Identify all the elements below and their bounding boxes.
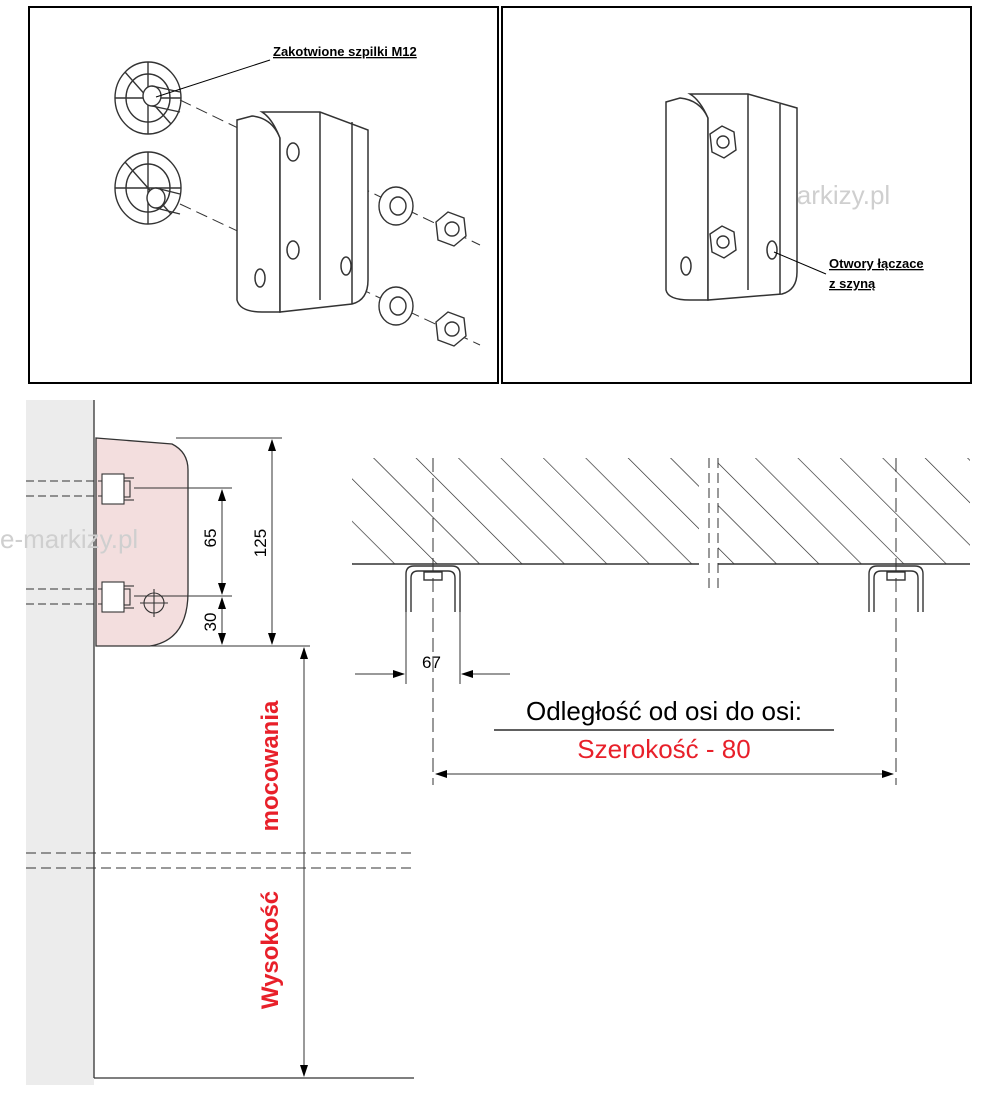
side-section-drawing: e-markizy.pl 65 30 125 mocowania Wysokoś… (0, 400, 414, 1085)
dim-67: 67 (422, 653, 441, 672)
bracket-assembled (665, 93, 798, 301)
ceiling-hatch-right (718, 458, 970, 564)
top-view-drawing: 67 Odległość od osi do osi: Szerokość - … (352, 458, 970, 785)
callout-leader-anchors (155, 59, 271, 98)
label-mounting-height-top: mocowania (257, 700, 284, 831)
washer-lower (378, 286, 414, 326)
washer-upper (378, 186, 414, 226)
bolt-upper (26, 473, 134, 505)
rail-hole-symbol (140, 589, 168, 617)
bracket-exploded (236, 111, 369, 313)
dim-125: 125 (251, 529, 270, 557)
callout-rail-holes-line2: z szyną (829, 276, 876, 291)
dim-67-lines (355, 612, 894, 778)
axis-distance-formula: Szerokość - 80 (577, 734, 750, 764)
vertical-dimensions (26, 437, 414, 1077)
label-mounting-height-bottom: Wysokość (257, 891, 284, 1009)
watermark-left: e-markizy.pl (0, 524, 138, 554)
axis-centerlines (432, 458, 897, 785)
callout-leader-holes (773, 251, 827, 275)
dim-30: 30 (201, 613, 220, 632)
wall (26, 400, 94, 1085)
bolt-lower (26, 581, 134, 613)
axis-distance-heading: Odległość od osi do osi: (526, 696, 802, 726)
nut-upper (435, 211, 467, 247)
anchor-disc-lower (114, 151, 182, 225)
callout-anchored-studs: Zakotwione szpilki M12 (273, 44, 417, 59)
nut-assembled-lower (709, 225, 737, 259)
exploded-view-panel: Zakotwione szpilki M12 (28, 6, 499, 384)
anchor-disc-upper (114, 61, 182, 135)
nut-lower (435, 311, 467, 347)
assembled-view-panel: e-markizy.pl Otwory łączace z szyną (501, 6, 972, 384)
callout-rail-holes-line1: Otwory łączace (829, 256, 924, 271)
nut-assembled-upper (709, 125, 737, 159)
dim-65: 65 (201, 529, 220, 548)
ceiling-hatch-left (352, 458, 699, 564)
